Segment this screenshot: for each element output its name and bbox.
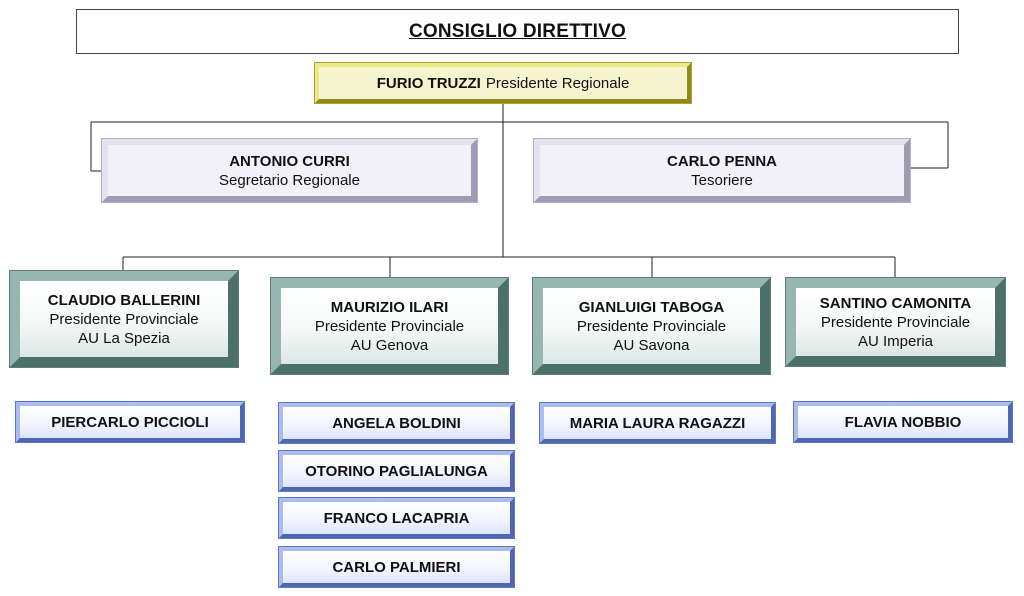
member-name: FRANCO LACAPRIA xyxy=(323,509,470,527)
province-imperia-box: SANTINO CAMONITA Presidente Provinciale … xyxy=(785,277,1006,367)
member-name: FLAVIA NOBBIO xyxy=(844,413,962,431)
province-area: AU Savona xyxy=(613,336,690,354)
member-box: PIERCARLO PICCIOLI xyxy=(15,401,245,443)
member-name: CARLO PALMIERI xyxy=(332,558,461,576)
province-president-name: MAURIZIO ILARI xyxy=(330,298,449,316)
province-president-role: Presidente Provinciale xyxy=(820,313,971,331)
chart-title: CONSIGLIO DIRETTIVO xyxy=(408,21,627,42)
province-genova-box: MAURIZIO ILARI Presidente Provinciale AU… xyxy=(270,277,509,375)
member-box: FLAVIA NOBBIO xyxy=(793,401,1013,443)
officer-secretary-role: Segretario Regionale xyxy=(219,171,360,189)
member-name: ANGELA BOLDINI xyxy=(332,414,461,432)
officer-treasurer-role: Tesoriere xyxy=(691,171,753,189)
member-name: PIERCARLO PICCIOLI xyxy=(51,413,209,431)
officer-secretary-box: ANTONIO CURRI Segretario Regionale xyxy=(101,138,478,203)
province-president-name: SANTINO CAMONITA xyxy=(819,294,972,312)
president-box: FURIO TRUZZI Presidente Regionale xyxy=(314,62,692,104)
province-president-role: Presidente Provinciale xyxy=(576,317,727,335)
province-area: AU Imperia xyxy=(857,332,934,350)
president-role: Presidente Regionale xyxy=(485,74,630,92)
member-box: MARIA LAURA RAGAZZI xyxy=(539,402,776,444)
president-name: FURIO TRUZZI xyxy=(376,74,481,92)
chart-title-box: CONSIGLIO DIRETTIVO xyxy=(76,9,959,54)
province-area: AU Genova xyxy=(350,336,429,354)
member-name: OTORINO PAGLIALUNGA xyxy=(305,462,488,480)
province-president-name: CLAUDIO BALLERINI xyxy=(47,291,201,309)
member-box: OTORINO PAGLIALUNGA xyxy=(278,450,515,492)
officer-treasurer-name: CARLO PENNA xyxy=(666,152,777,170)
province-savona-box: GIANLUIGI TABOGA Presidente Provinciale … xyxy=(532,277,771,375)
province-area: AU La Spezia xyxy=(78,329,170,347)
member-box: ANGELA BOLDINI xyxy=(278,402,515,444)
member-box: FRANCO LACAPRIA xyxy=(278,497,515,539)
province-president-role: Presidente Provinciale xyxy=(314,317,465,335)
province-president-role: Presidente Provinciale xyxy=(49,310,199,328)
member-name: MARIA LAURA RAGAZZI xyxy=(569,414,746,432)
member-box: CARLO PALMIERI xyxy=(278,546,515,588)
officer-secretary-name: ANTONIO CURRI xyxy=(229,152,350,170)
province-president-name: GIANLUIGI TABOGA xyxy=(578,298,725,316)
province-la-spezia-box: CLAUDIO BALLERINI Presidente Provinciale… xyxy=(9,270,239,368)
officer-treasurer-box: CARLO PENNA Tesoriere xyxy=(533,138,911,203)
